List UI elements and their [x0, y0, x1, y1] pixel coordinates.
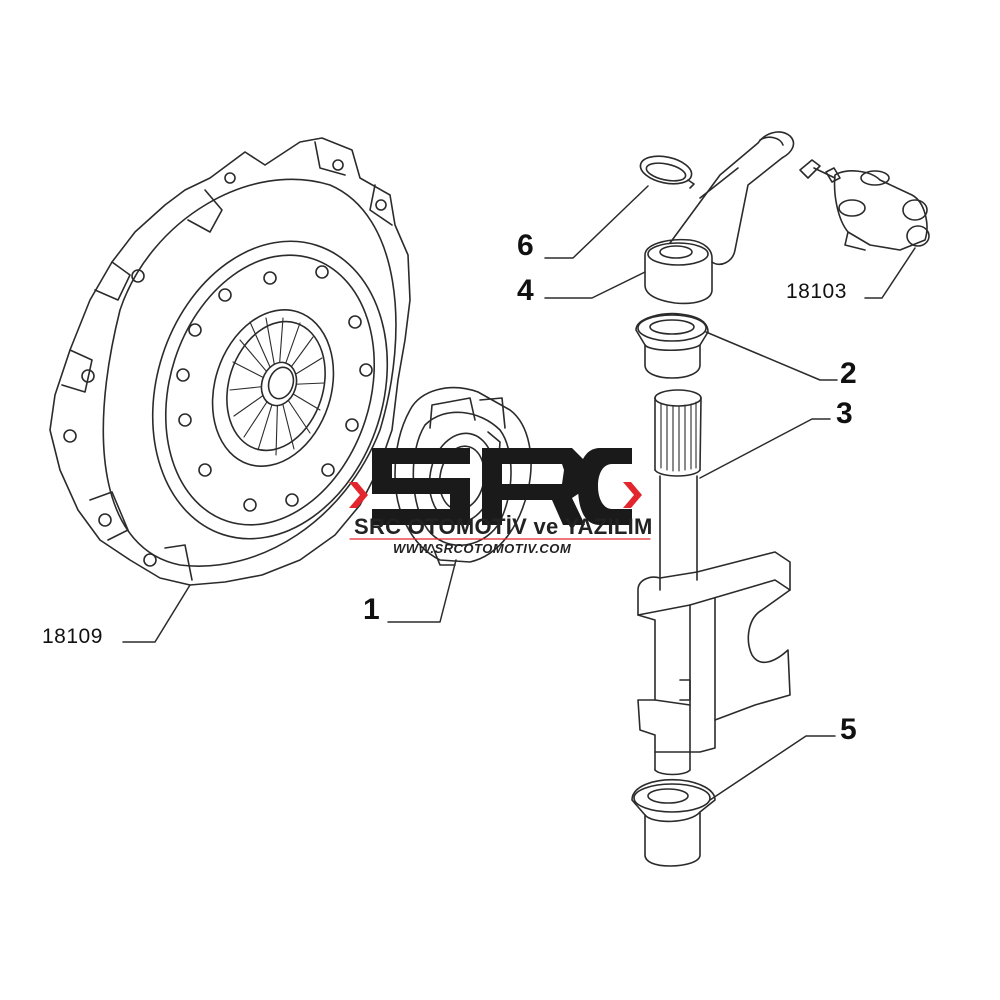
callout-label-18103: 18103	[786, 280, 847, 303]
lower-bushing	[631, 778, 716, 867]
callout-label-2: 2	[840, 357, 857, 390]
upper-bushing	[635, 312, 709, 379]
logo-letter-c	[578, 448, 632, 525]
leader-lines	[122, 185, 916, 801]
snap-ring	[639, 155, 695, 189]
callout-label-6: 6	[517, 229, 534, 262]
src-logo-watermark	[349, 448, 651, 540]
callout-label-18109: 18109	[42, 625, 103, 648]
watermark-url: WWW.SRCOTOMOTIV.COM	[393, 541, 572, 556]
callout-label-3: 3	[836, 397, 853, 430]
right-chevron-icon	[623, 482, 642, 508]
clutch-actuator	[799, 159, 930, 251]
logo-letter-r	[482, 448, 585, 525]
callout-label-5: 5	[840, 713, 857, 746]
left-chevron-icon	[349, 482, 368, 508]
release-lever	[644, 131, 795, 305]
clutch-pressure-plate	[49, 137, 411, 586]
callout-label-4: 4	[517, 274, 534, 307]
watermark-company-name: SRC OTOMOTİV ve YAZILIM	[354, 514, 653, 539]
logo-letter-s	[372, 448, 470, 525]
release-fork-shaft	[637, 389, 791, 776]
callout-label-1: 1	[363, 593, 380, 626]
